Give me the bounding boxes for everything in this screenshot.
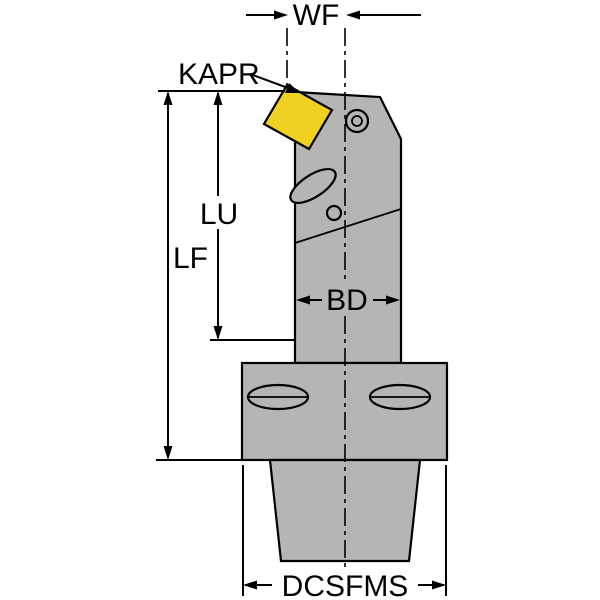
kapr-leader-line	[249, 73, 289, 89]
lu-label-mask	[195, 196, 243, 229]
label-lf: LF	[173, 242, 208, 275]
dim-lu: LU	[195, 91, 243, 340]
tool-flange	[240, 361, 449, 462]
label-dcsfms: DCSFMS	[282, 570, 409, 600]
lu-top-arrowhead	[213, 91, 223, 105]
head-joint-line	[294, 208, 402, 244]
clamp-screw-inner	[351, 115, 363, 127]
lf-bottom-arrowhead	[163, 446, 173, 460]
tool-head-shank	[293, 90, 403, 365]
wf-left-arrowhead	[274, 10, 288, 20]
dcsfms-left-arrowhead	[243, 580, 257, 590]
dim-lf: LF	[163, 91, 208, 460]
kapr-arrowhead	[285, 83, 300, 93]
dim-dcsfms: DCSFMS	[242, 465, 447, 600]
lf-top-arrowhead	[163, 91, 173, 105]
head-slot	[289, 167, 337, 205]
dim-bd: BD	[296, 283, 400, 317]
bd-left-arrowhead	[296, 295, 310, 305]
bd-label-mask	[322, 283, 372, 315]
bd-right-arrowhead	[386, 295, 400, 305]
dim-kapr: KAPR	[178, 58, 300, 93]
lu-bottom-arrowhead	[213, 326, 223, 340]
label-kapr: KAPR	[178, 58, 260, 91]
cutting-insert	[262, 83, 334, 151]
pin-hole	[325, 204, 343, 222]
clamp-screw-outer	[344, 108, 370, 134]
wf-right-arrowhead	[346, 10, 360, 20]
label-bd: BD	[326, 284, 368, 317]
label-lu: LU	[200, 198, 238, 231]
tool-body	[240, 83, 449, 563]
label-wf: WF	[293, 0, 340, 32]
dcsfms-right-arrowhead	[432, 580, 446, 590]
dim-wf: WF	[246, 0, 421, 32]
